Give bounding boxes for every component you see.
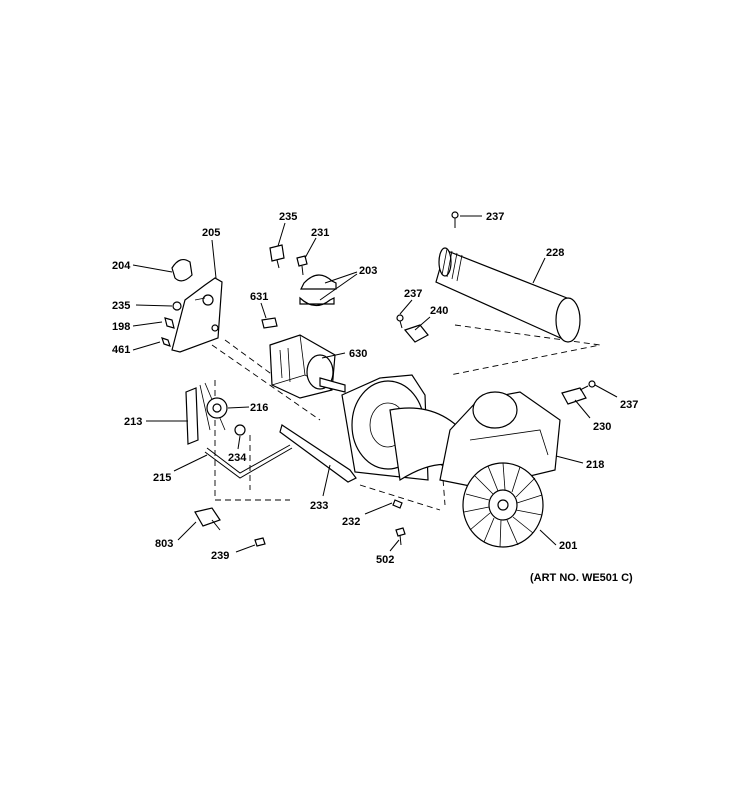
part-labels: 237 228 235 231 203 205 204 235 198 461 … [112,211,638,566]
label-630: 630 [349,348,367,360]
label-231: 231 [311,227,329,239]
label-201: 201 [559,540,577,552]
label-235-left: 235 [112,300,130,312]
label-803: 803 [155,538,173,550]
exhaust-duct [435,247,581,343]
switch-803 [194,507,221,531]
label-631: 631 [250,291,268,303]
label-233: 233 [310,500,328,512]
label-198: 198 [112,321,130,333]
motor-clamps [269,244,337,307]
label-239: 239 [211,550,229,562]
wire-clip-204 [171,258,193,282]
label-205: 205 [202,227,220,239]
label-204: 204 [112,260,131,272]
label-232: 232 [342,516,360,528]
label-213: 213 [124,416,142,428]
motor-mount-233 [279,424,357,483]
label-218: 218 [586,459,604,471]
label-215: 215 [153,472,171,484]
label-237-top: 237 [486,211,504,223]
blower-wheel [462,462,544,548]
label-234: 234 [228,452,247,464]
label-230: 230 [593,421,611,433]
label-240: 240 [430,305,448,317]
label-216: 216 [250,402,268,414]
art-number: (ART NO. WE501 C) [530,572,633,584]
screw-239 [254,537,266,547]
drive-motor [269,334,346,399]
idler-pulley-assembly [185,382,246,445]
screw-237-top [451,211,459,228]
label-235-top: 235 [279,211,297,223]
label-502: 502 [376,554,394,566]
label-203: 203 [359,265,377,277]
switch-631 [261,317,278,329]
idler-spring-215 [204,444,293,479]
thermal-fuse-230 [561,380,596,405]
label-237-right: 237 [620,399,638,411]
label-237-mid: 237 [404,288,422,300]
thermostat-240 [396,314,429,343]
screws-bottom [392,499,406,546]
leader-lines [132,215,618,553]
small-fasteners-left [161,301,182,347]
blower-housing [341,374,561,489]
label-461: 461 [112,344,130,356]
label-228: 228 [546,247,564,259]
motor-bracket [171,277,223,353]
